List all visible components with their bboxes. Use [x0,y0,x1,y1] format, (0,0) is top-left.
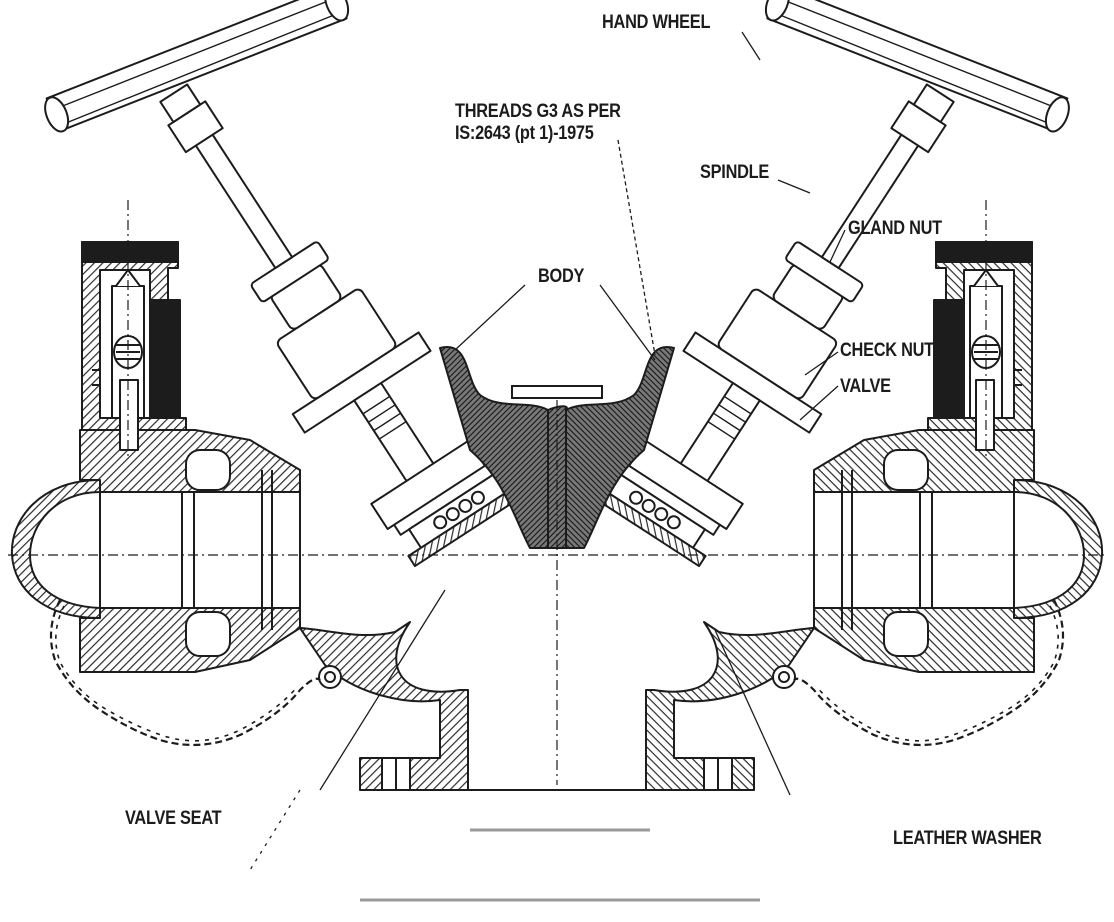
body-top-boss [511,385,603,399]
label-valve-seat: VALVE SEAT [125,808,222,829]
body-center-web [547,405,568,549]
leader-lines [249,31,846,871]
label-threads-line2: IS:2643 (pt 1)-1975 [455,123,594,144]
label-leather-washer: LEATHER WASHER [893,828,1042,849]
center-lines [8,200,1106,785]
label-body: BODY [538,266,585,287]
label-check-nut: CHECK NUT [840,340,934,361]
label-threads-line1: THREADS G3 AS PER [455,101,621,122]
label-valve: VALVE [840,376,891,397]
label-spindle: SPINDLE [700,162,770,183]
label-gland-nut: GLAND NUT [848,218,942,239]
label-hand-wheel: HAND WHEEL [602,12,711,33]
